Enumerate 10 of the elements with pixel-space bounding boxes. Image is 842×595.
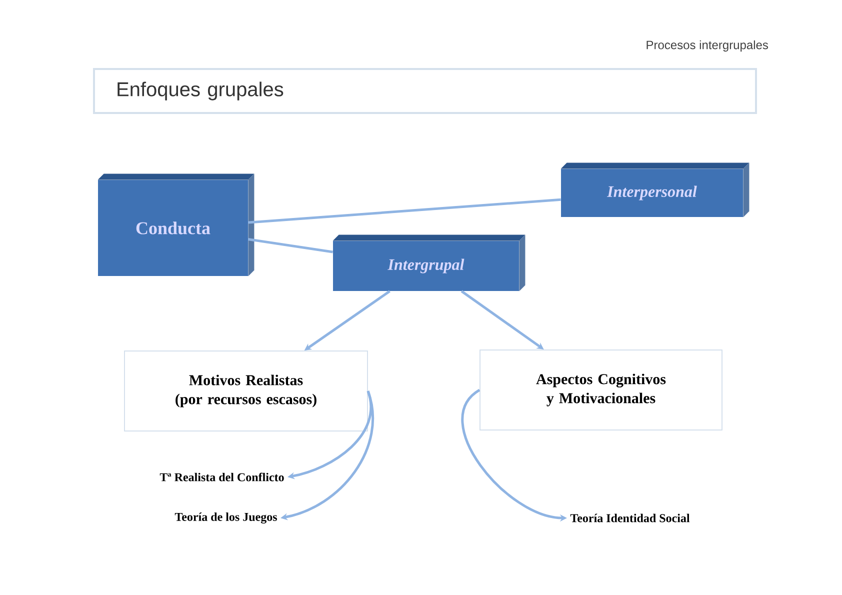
topic-text: Teoría de los Juegos (174, 512, 277, 524)
header-text: Procesos intergrupales (646, 40, 768, 52)
block-box: Intergrupal (332, 234, 526, 292)
block-box: Conducta (98, 174, 254, 276)
concept-box: Motivos Realistas (por recursos escasos) (124, 350, 368, 432)
topic-text: Tª Realista del Conflicto (160, 472, 284, 482)
concept-box: Aspectos Cognitivos y Motivacionales (480, 350, 722, 430)
block-box: Interpersonal (560, 162, 750, 218)
topic-text: Teoría Identidad Social (570, 514, 690, 522)
title-box: Enfoques grupales (93, 68, 757, 114)
